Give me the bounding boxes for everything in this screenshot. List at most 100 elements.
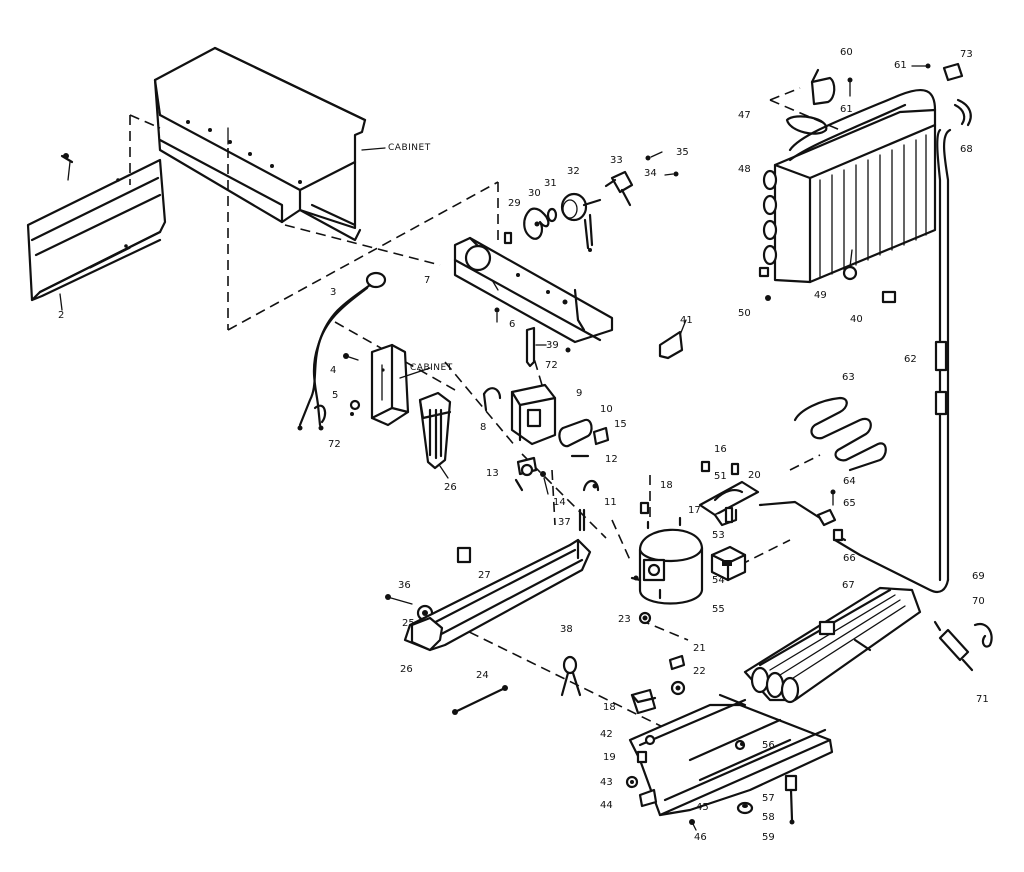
misc-fasteners [385, 501, 652, 697]
callout-13: 13 [486, 468, 499, 479]
callout-66: 66 [843, 553, 856, 564]
callout-22: 22 [693, 666, 706, 677]
bracket-part-41 [658, 319, 687, 360]
relay-cover-part-26 [418, 391, 452, 479]
drain-tray-part-67 [743, 586, 922, 704]
callout-27: 27 [478, 570, 491, 581]
cabinet-label-mid: CABINET [410, 363, 453, 373]
callout-33: 33 [610, 155, 623, 166]
callout-57: 57 [762, 793, 775, 804]
callout-18-bottom: 18 [603, 702, 616, 713]
callout-43: 43 [600, 777, 613, 788]
cabinet-tray [153, 46, 386, 242]
callout-26-top: 26 [444, 482, 457, 493]
callout-53: 53 [712, 530, 725, 541]
callout-5: 5 [332, 390, 338, 401]
fittings-64-66 [758, 489, 847, 542]
callout-61-left: 61 [894, 60, 907, 71]
callout-71: 71 [976, 694, 989, 705]
callout-23: 23 [618, 614, 631, 625]
heater-loop-part-63 [793, 396, 887, 472]
callout-34: 34 [644, 168, 657, 179]
callout-14: 14 [553, 497, 566, 508]
callout-40: 40 [850, 314, 863, 325]
callout-54: 54 [712, 575, 725, 586]
callout-42: 42 [600, 729, 613, 740]
callout-69: 69 [972, 571, 985, 582]
callout-2: 2 [58, 310, 64, 321]
callout-30: 30 [528, 188, 541, 199]
callout-10: 10 [600, 404, 613, 415]
fan-motor-assembly [503, 151, 679, 252]
compressor-part-17 [630, 516, 704, 605]
callout-37: 37 [558, 517, 571, 528]
callout-15: 15 [614, 419, 627, 430]
base-rail-part-26 [403, 538, 592, 652]
condenser-clips [785, 62, 972, 135]
callout-19: 19 [603, 752, 616, 763]
condenser-coil-part-48 [758, 88, 937, 304]
callout-11: 11 [604, 497, 617, 508]
callout-51: 51 [714, 471, 727, 482]
callout-21: 21 [693, 643, 706, 654]
callout-70: 70 [972, 596, 985, 607]
callout-3: 3 [330, 287, 336, 298]
callout-63: 63 [842, 372, 855, 383]
relay-and-capacitor [482, 383, 610, 495]
compressor-bracket-parts [698, 460, 760, 582]
wire-harness-part-3 [297, 271, 387, 431]
part-39 [525, 326, 571, 368]
callout-18-top: 18 [660, 480, 673, 491]
dashed-leader-lines [129, 87, 841, 761]
callout-labels: 2 3 4 5 6 7 8 9 10 11 12 13 14 15 16 17 … [58, 47, 989, 843]
callout-72-right: 72 [545, 360, 558, 371]
callout-48: 48 [738, 164, 751, 175]
callout-73: 73 [960, 49, 973, 60]
callout-68: 68 [960, 144, 973, 155]
rod-part-24 [452, 685, 508, 715]
callout-12: 12 [605, 454, 618, 465]
cabinet-label-top: CABINET [388, 143, 431, 153]
callout-31: 31 [544, 178, 557, 189]
callout-44: 44 [600, 800, 613, 811]
callout-46: 46 [694, 832, 707, 843]
callout-45: 45 [696, 802, 709, 813]
callout-65: 65 [843, 498, 856, 509]
side-panel-part-2 [26, 153, 167, 311]
callout-20: 20 [748, 470, 761, 481]
callout-24: 24 [476, 670, 489, 681]
callout-4: 4 [330, 365, 336, 376]
callout-8: 8 [480, 422, 486, 433]
callout-36: 36 [398, 580, 411, 591]
callout-58: 58 [762, 812, 775, 823]
callout-47: 47 [738, 110, 751, 121]
callout-35: 35 [676, 147, 689, 158]
callout-56: 56 [762, 740, 775, 751]
callout-7: 7 [424, 275, 430, 286]
callout-55: 55 [712, 604, 725, 615]
callout-60: 60 [840, 47, 853, 58]
callout-64: 64 [843, 476, 856, 487]
callout-6: 6 [509, 319, 515, 330]
fan-bracket-part-7 [453, 236, 614, 344]
refrigerant-tubes [833, 128, 952, 594]
cabinet-bracket-mid [370, 343, 431, 427]
callout-59: 59 [762, 832, 775, 843]
callout-50: 50 [738, 308, 751, 319]
callout-61-right: 61 [840, 104, 853, 115]
callout-25: 25 [402, 618, 415, 629]
callout-16: 16 [714, 444, 727, 455]
callout-26-bottom: 26 [400, 664, 413, 675]
callout-32: 32 [567, 166, 580, 177]
callout-9: 9 [576, 388, 582, 399]
drier-parts-70-71 [933, 620, 993, 672]
callout-39: 39 [546, 340, 559, 351]
callout-38: 38 [560, 624, 573, 635]
callout-17: 17 [688, 505, 701, 516]
callout-62: 62 [904, 354, 917, 365]
base-frame-assembly [625, 654, 834, 831]
callout-67: 67 [842, 580, 855, 591]
callout-49: 49 [814, 290, 827, 301]
callout-72-left: 72 [328, 439, 341, 450]
